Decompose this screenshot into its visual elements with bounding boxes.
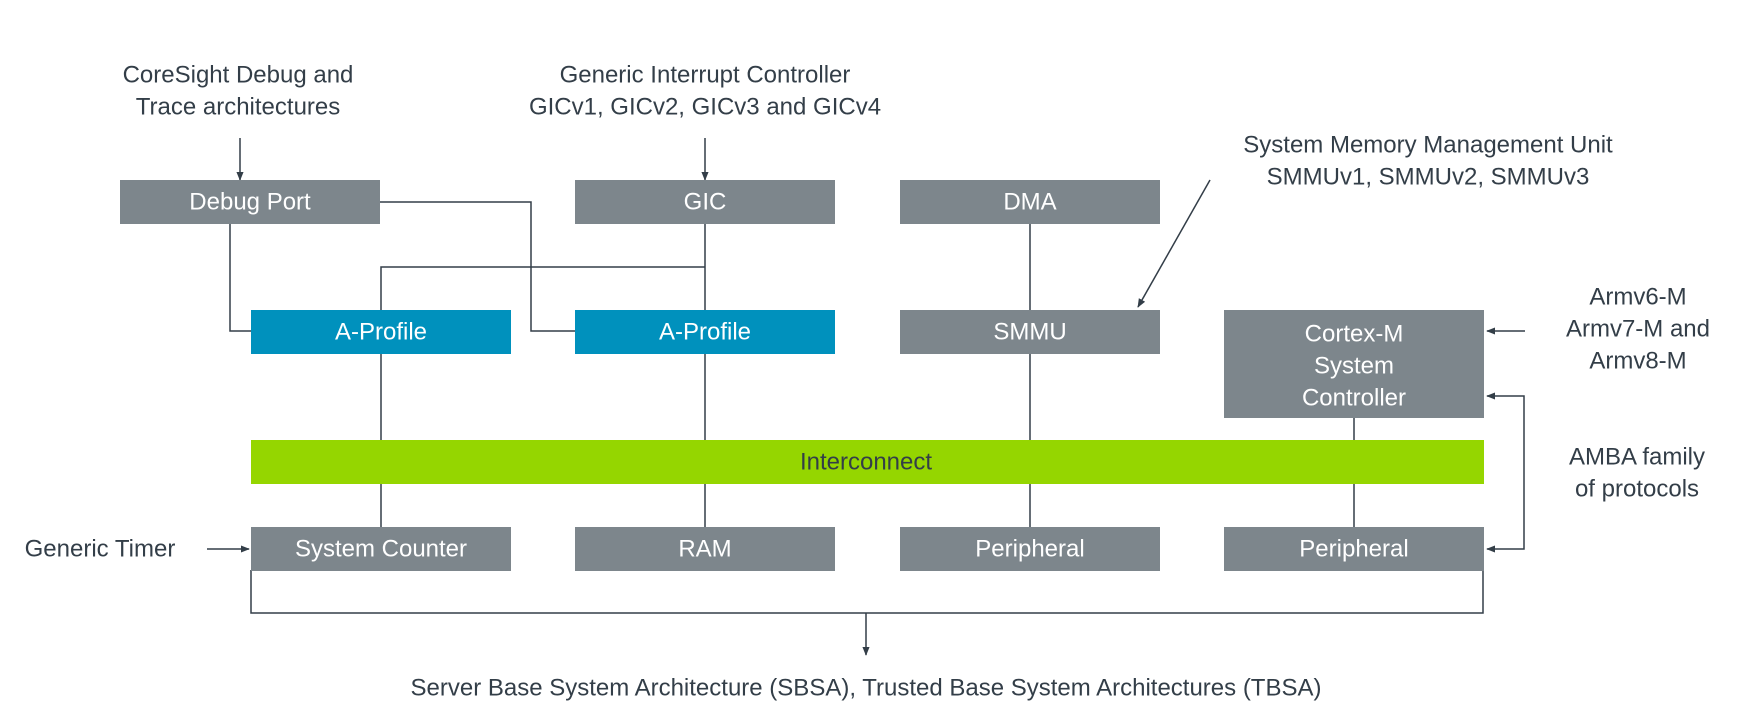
armv-m-line3: Armv8-M <box>1589 348 1686 375</box>
interconnect-label: Interconnect <box>800 449 932 476</box>
amba-line2: of protocols <box>1575 476 1699 503</box>
gic-annotation: Generic Interrupt Controller GICv1, GICv… <box>529 62 881 121</box>
debug-port-label: Debug Port <box>189 189 311 216</box>
ram-label: RAM <box>678 536 731 563</box>
peripheral-block-2: Peripheral <box>1224 527 1484 571</box>
amba-double-arrow <box>1486 392 1525 553</box>
cortex-m-block: Cortex-M System Controller <box>1224 310 1484 418</box>
coresight-line2: Trace architectures <box>136 94 341 121</box>
bottom-bracket-line <box>250 570 1484 614</box>
cortex-m-label-line2: System <box>1314 353 1394 380</box>
a-profile-block-1: A-Profile <box>251 310 511 354</box>
smmu-arch-arrow <box>1137 179 1211 308</box>
gic-arch-line1: Generic Interrupt Controller <box>560 62 851 89</box>
smmu-label: SMMU <box>993 319 1066 346</box>
dma-block: DMA <box>900 180 1160 224</box>
interconnect-bus: Interconnect <box>251 440 1484 484</box>
generic-timer-label: Generic Timer <box>25 536 176 563</box>
peripheral-1-label: Peripheral <box>975 536 1084 563</box>
peripheral-2-label: Peripheral <box>1299 536 1408 563</box>
coresight-annotation: CoreSight Debug and Trace architectures <box>123 62 354 121</box>
cortex-m-label-line1: Cortex-M <box>1305 321 1404 348</box>
gic-block: GIC <box>575 180 835 224</box>
cortex-m-label-line3: Controller <box>1302 385 1406 412</box>
a-profile-2-label: A-Profile <box>659 319 751 346</box>
armv-m-line1: Armv6-M <box>1589 284 1686 311</box>
a-profile-1-label: A-Profile <box>335 319 427 346</box>
armv-m-line2: Armv7-M and <box>1566 316 1710 343</box>
gic-label: GIC <box>684 189 727 216</box>
smmu-arch-line1: System Memory Management Unit <box>1243 132 1613 159</box>
ram-block: RAM <box>575 527 835 571</box>
armv-m-annotation: Armv6-M Armv7-M and Armv8-M <box>1566 284 1710 375</box>
smmu-block: SMMU <box>900 310 1160 354</box>
system-counter-label: System Counter <box>295 536 467 563</box>
smmu-arch-line2: SMMUv1, SMMUv2, SMMUv3 <box>1267 164 1590 191</box>
smmu-annotation: System Memory Management Unit SMMUv1, SM… <box>1243 132 1613 191</box>
debug-to-aprofile1-line <box>229 224 251 332</box>
peripheral-block-1: Peripheral <box>900 527 1160 571</box>
a-profile-block-2: A-Profile <box>575 310 835 354</box>
sbsa-label: Server Base System Architecture (SBSA), … <box>411 675 1322 702</box>
system-counter-block: System Counter <box>251 527 511 571</box>
gic-to-aprofile1-line <box>380 266 705 310</box>
amba-annotation: AMBA family of protocols <box>1569 444 1705 503</box>
coresight-line1: CoreSight Debug and <box>123 62 354 89</box>
debug-port-block: Debug Port <box>120 180 380 224</box>
arrows <box>207 138 1525 656</box>
amba-line1: AMBA family <box>1569 444 1705 471</box>
dma-label: DMA <box>1003 189 1056 216</box>
gic-arch-line2: GICv1, GICv2, GICv3 and GICv4 <box>529 94 881 121</box>
